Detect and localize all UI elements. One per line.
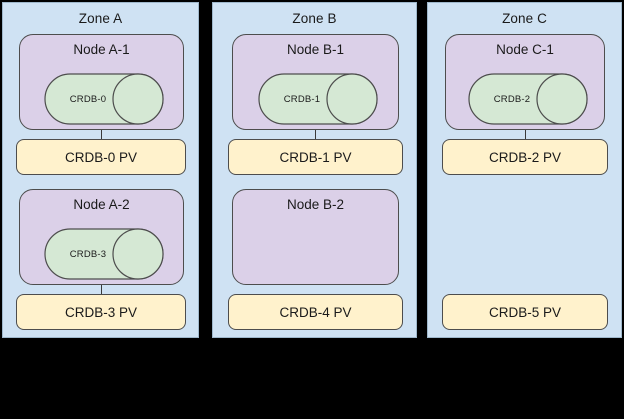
pv-label: CRDB-2 PV	[488, 149, 561, 165]
pv-label: CRDB-0 PV	[64, 149, 137, 165]
pv-label: CRDB-1 PV	[279, 149, 352, 165]
node-title: Node A-2	[73, 197, 130, 212]
zone-panel-a: Zone A Node A-1 CRDB-0 CRDB-0 PV Node A-…	[2, 2, 199, 338]
pod-cylinder-crdb-0: CRDB-0	[44, 73, 164, 125]
pv-box-crdb-3: CRDB-3 PV	[16, 294, 186, 330]
node-title: Node C-1	[496, 42, 554, 57]
connector-crdb-3-to-pv	[101, 285, 102, 294]
pv-box-crdb-0: CRDB-0 PV	[16, 139, 186, 175]
zone-title: Zone B	[292, 11, 337, 26]
zone-title: Zone C	[502, 11, 547, 26]
zone-title: Zone A	[78, 11, 123, 26]
pod-cylinder-crdb-3: CRDB-3	[44, 228, 164, 280]
pv-label: CRDB-3 PV	[64, 304, 137, 320]
node-box-a-2: Node A-2 CRDB-3	[19, 189, 184, 285]
connector-crdb-2-to-pv	[525, 130, 526, 139]
pod-cylinder-crdb-2: CRDB-2	[468, 73, 588, 125]
connector-crdb-1-to-pv	[315, 130, 316, 139]
pv-box-crdb-4: CRDB-4 PV	[228, 294, 403, 330]
pod-label: CRDB-0	[69, 93, 107, 105]
pod-label: CRDB-1	[283, 93, 321, 105]
pv-box-crdb-2: CRDB-2 PV	[442, 139, 608, 175]
pv-box-crdb-5: CRDB-5 PV	[442, 294, 608, 330]
node-box-a-1: Node A-1 CRDB-0	[19, 34, 184, 130]
pv-box-crdb-1: CRDB-1 PV	[228, 139, 403, 175]
pod-label: CRDB-2	[493, 93, 531, 105]
pv-label: CRDB-5 PV	[488, 304, 561, 320]
zone-panel-c: Zone C Node C-1 CRDB-2 CRDB-2 PV CRDB-5 …	[427, 2, 622, 338]
pv-label: CRDB-4 PV	[279, 304, 352, 320]
zone-panel-b: Zone B Node B-1 CRDB-1 CRDB-1 PV Node B-…	[212, 2, 417, 338]
node-title: Node B-1	[286, 42, 345, 57]
pod-cylinder-crdb-1: CRDB-1	[258, 73, 378, 125]
node-title: Node A-1	[73, 42, 130, 57]
pod-label: CRDB-3	[69, 248, 107, 260]
node-title: Node B-2	[286, 197, 345, 212]
node-box-b-1: Node B-1 CRDB-1	[232, 34, 399, 130]
node-box-c-1: Node C-1 CRDB-2	[445, 34, 605, 130]
connector-crdb-0-to-pv	[101, 130, 102, 139]
node-box-b-2: Node B-2	[232, 189, 399, 285]
